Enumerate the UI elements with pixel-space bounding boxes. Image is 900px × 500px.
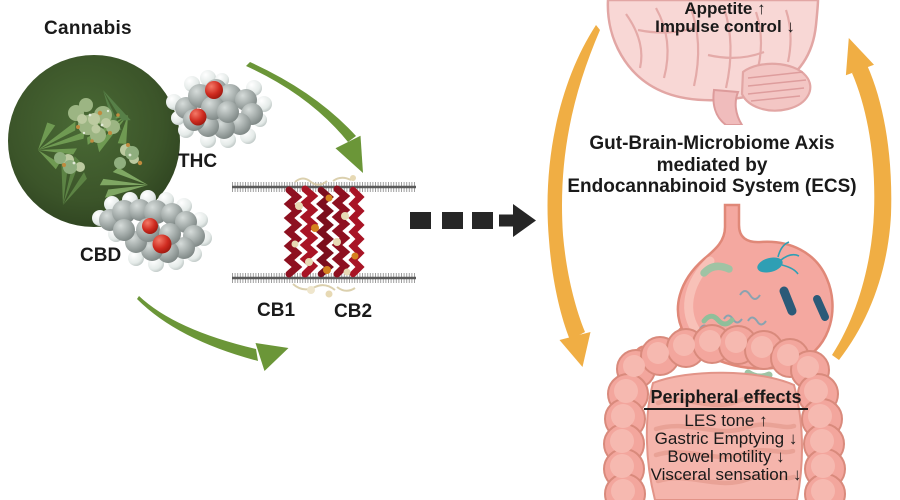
green-arrow-thc-icon: [137, 62, 363, 371]
impulse-control-effect: Impulse control ↓: [655, 17, 795, 36]
orange-arrow-up-icon: [832, 65, 892, 360]
cannabis-label: Cannabis: [44, 18, 132, 39]
axis-title-line1: Gut-Brain-Microbiome Axis: [589, 133, 835, 154]
green-arrow-cbd-icon: [137, 296, 258, 361]
thc-label: THC: [178, 151, 218, 172]
peripheral-effects-title: Peripheral effects: [644, 388, 808, 410]
gut-icon: [603, 203, 846, 500]
peripheral-effect-item: Visceral sensation ↓: [650, 465, 802, 484]
peripheral-effect-item: Gastric Emptying ↓: [654, 429, 798, 448]
peripheral-effects-block: Peripheral effects LES tone ↑ Gastric Em…: [601, 388, 851, 484]
cannabis-photo: [8, 55, 180, 227]
brain-icon: [606, 0, 820, 125]
cb1-label: CB1: [257, 300, 296, 321]
cb-receptor-icon: [232, 175, 416, 298]
dashed-arrow-icon: [410, 204, 536, 237]
cb2-label: CB2: [334, 301, 373, 322]
thc-molecule-icon: [166, 70, 272, 148]
appetite-effect: Appetite ↑: [684, 0, 766, 18]
cbd-molecule-icon: [92, 190, 212, 272]
orange-arrow-down-icon: [547, 25, 892, 367]
axis-title-line3: Endocannabinoid System (ECS): [567, 176, 857, 197]
peripheral-effect-item: Bowel motility ↓: [667, 447, 785, 466]
axis-title: Gut-Brain-Microbiome Axis mediated by En…: [562, 133, 862, 198]
intestine-icon: [603, 324, 846, 500]
brain-effects-text: Appetite ↑ Impulse control ↓: [600, 0, 850, 36]
cbd-label: CBD: [80, 245, 122, 266]
axis-title-line2: mediated by: [656, 154, 768, 176]
peripheral-effect-item: LES tone ↑: [684, 411, 768, 430]
